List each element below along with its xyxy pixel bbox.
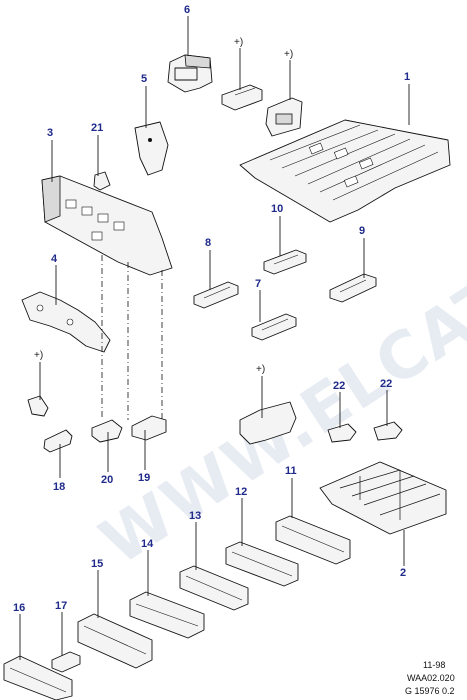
part-8-bracket[interactable]	[193, 281, 239, 309]
callout-7: 7	[255, 278, 261, 290]
callout-22-left: 22	[333, 380, 345, 392]
part-20-clip[interactable]	[91, 419, 123, 443]
callout-20: 20	[101, 474, 113, 486]
callout-12: 12	[235, 486, 247, 498]
part-11-rail[interactable]	[275, 515, 351, 565]
leader-lines	[19, 16, 410, 660]
assembly-lines	[101, 255, 163, 420]
callout-10: 10	[271, 203, 283, 215]
callout-21: 21	[91, 122, 103, 134]
callout-8: 8	[205, 237, 211, 249]
part-22b-tab[interactable]	[373, 421, 403, 441]
callout-9: 9	[359, 225, 365, 237]
part-4-heat-shield[interactable]	[21, 291, 111, 353]
callout-3: 3	[47, 127, 53, 139]
part-13-rail[interactable]	[179, 565, 249, 611]
footer-figure-id: G 15976 0.2	[405, 686, 455, 696]
callout-1: 1	[404, 71, 410, 83]
plus-part-clip[interactable]	[27, 395, 49, 417]
plus-part-plate-a[interactable]	[221, 84, 263, 111]
callout-19: 19	[138, 472, 150, 484]
callout-17: 17	[55, 600, 67, 612]
callout-2: 2	[400, 567, 406, 579]
callout-15: 15	[91, 558, 103, 570]
part-7-bracket[interactable]	[251, 313, 297, 341]
callout-22-right: 22	[380, 378, 392, 390]
part-19-bracket[interactable]	[131, 415, 167, 441]
plus-marker-left: +)	[34, 350, 43, 361]
part-5-panel[interactable]	[134, 121, 169, 176]
plus-marker-top-a: +)	[234, 37, 243, 48]
plus-part-bracket[interactable]	[239, 401, 297, 445]
plus-marker-top-b: +)	[284, 49, 293, 60]
part-1-floor-pan[interactable]	[239, 119, 451, 223]
callout-14: 14	[141, 538, 154, 550]
footer-date: 11-98	[423, 660, 445, 670]
callout-5: 5	[141, 73, 147, 85]
part-9-bracket[interactable]	[329, 273, 377, 303]
callout-11: 11	[285, 465, 297, 477]
callout-18: 18	[53, 481, 65, 493]
footer-code: WAA02.020	[407, 673, 455, 683]
plus-marker-center: +)	[256, 364, 265, 375]
part-17-clip[interactable]	[51, 651, 81, 673]
plus-part-plate-b[interactable]	[265, 97, 303, 137]
callout-6: 6	[184, 4, 190, 16]
callout-13: 13	[189, 510, 201, 522]
part-2-frame[interactable]	[319, 461, 447, 535]
part-22a-tab[interactable]	[327, 423, 357, 443]
callout-16: 16	[13, 602, 25, 614]
callout-4: 4	[51, 253, 58, 265]
part-15-rail[interactable]	[77, 613, 153, 669]
part-10-bracket[interactable]	[263, 249, 307, 275]
part-3-crossmember[interactable]	[41, 175, 173, 276]
part-21-clip[interactable]	[93, 171, 111, 191]
part-18-clip[interactable]	[43, 429, 73, 453]
part-6-bracket[interactable]	[167, 54, 213, 93]
part-14-rail[interactable]	[129, 591, 205, 639]
part-12-rail[interactable]	[225, 541, 299, 587]
